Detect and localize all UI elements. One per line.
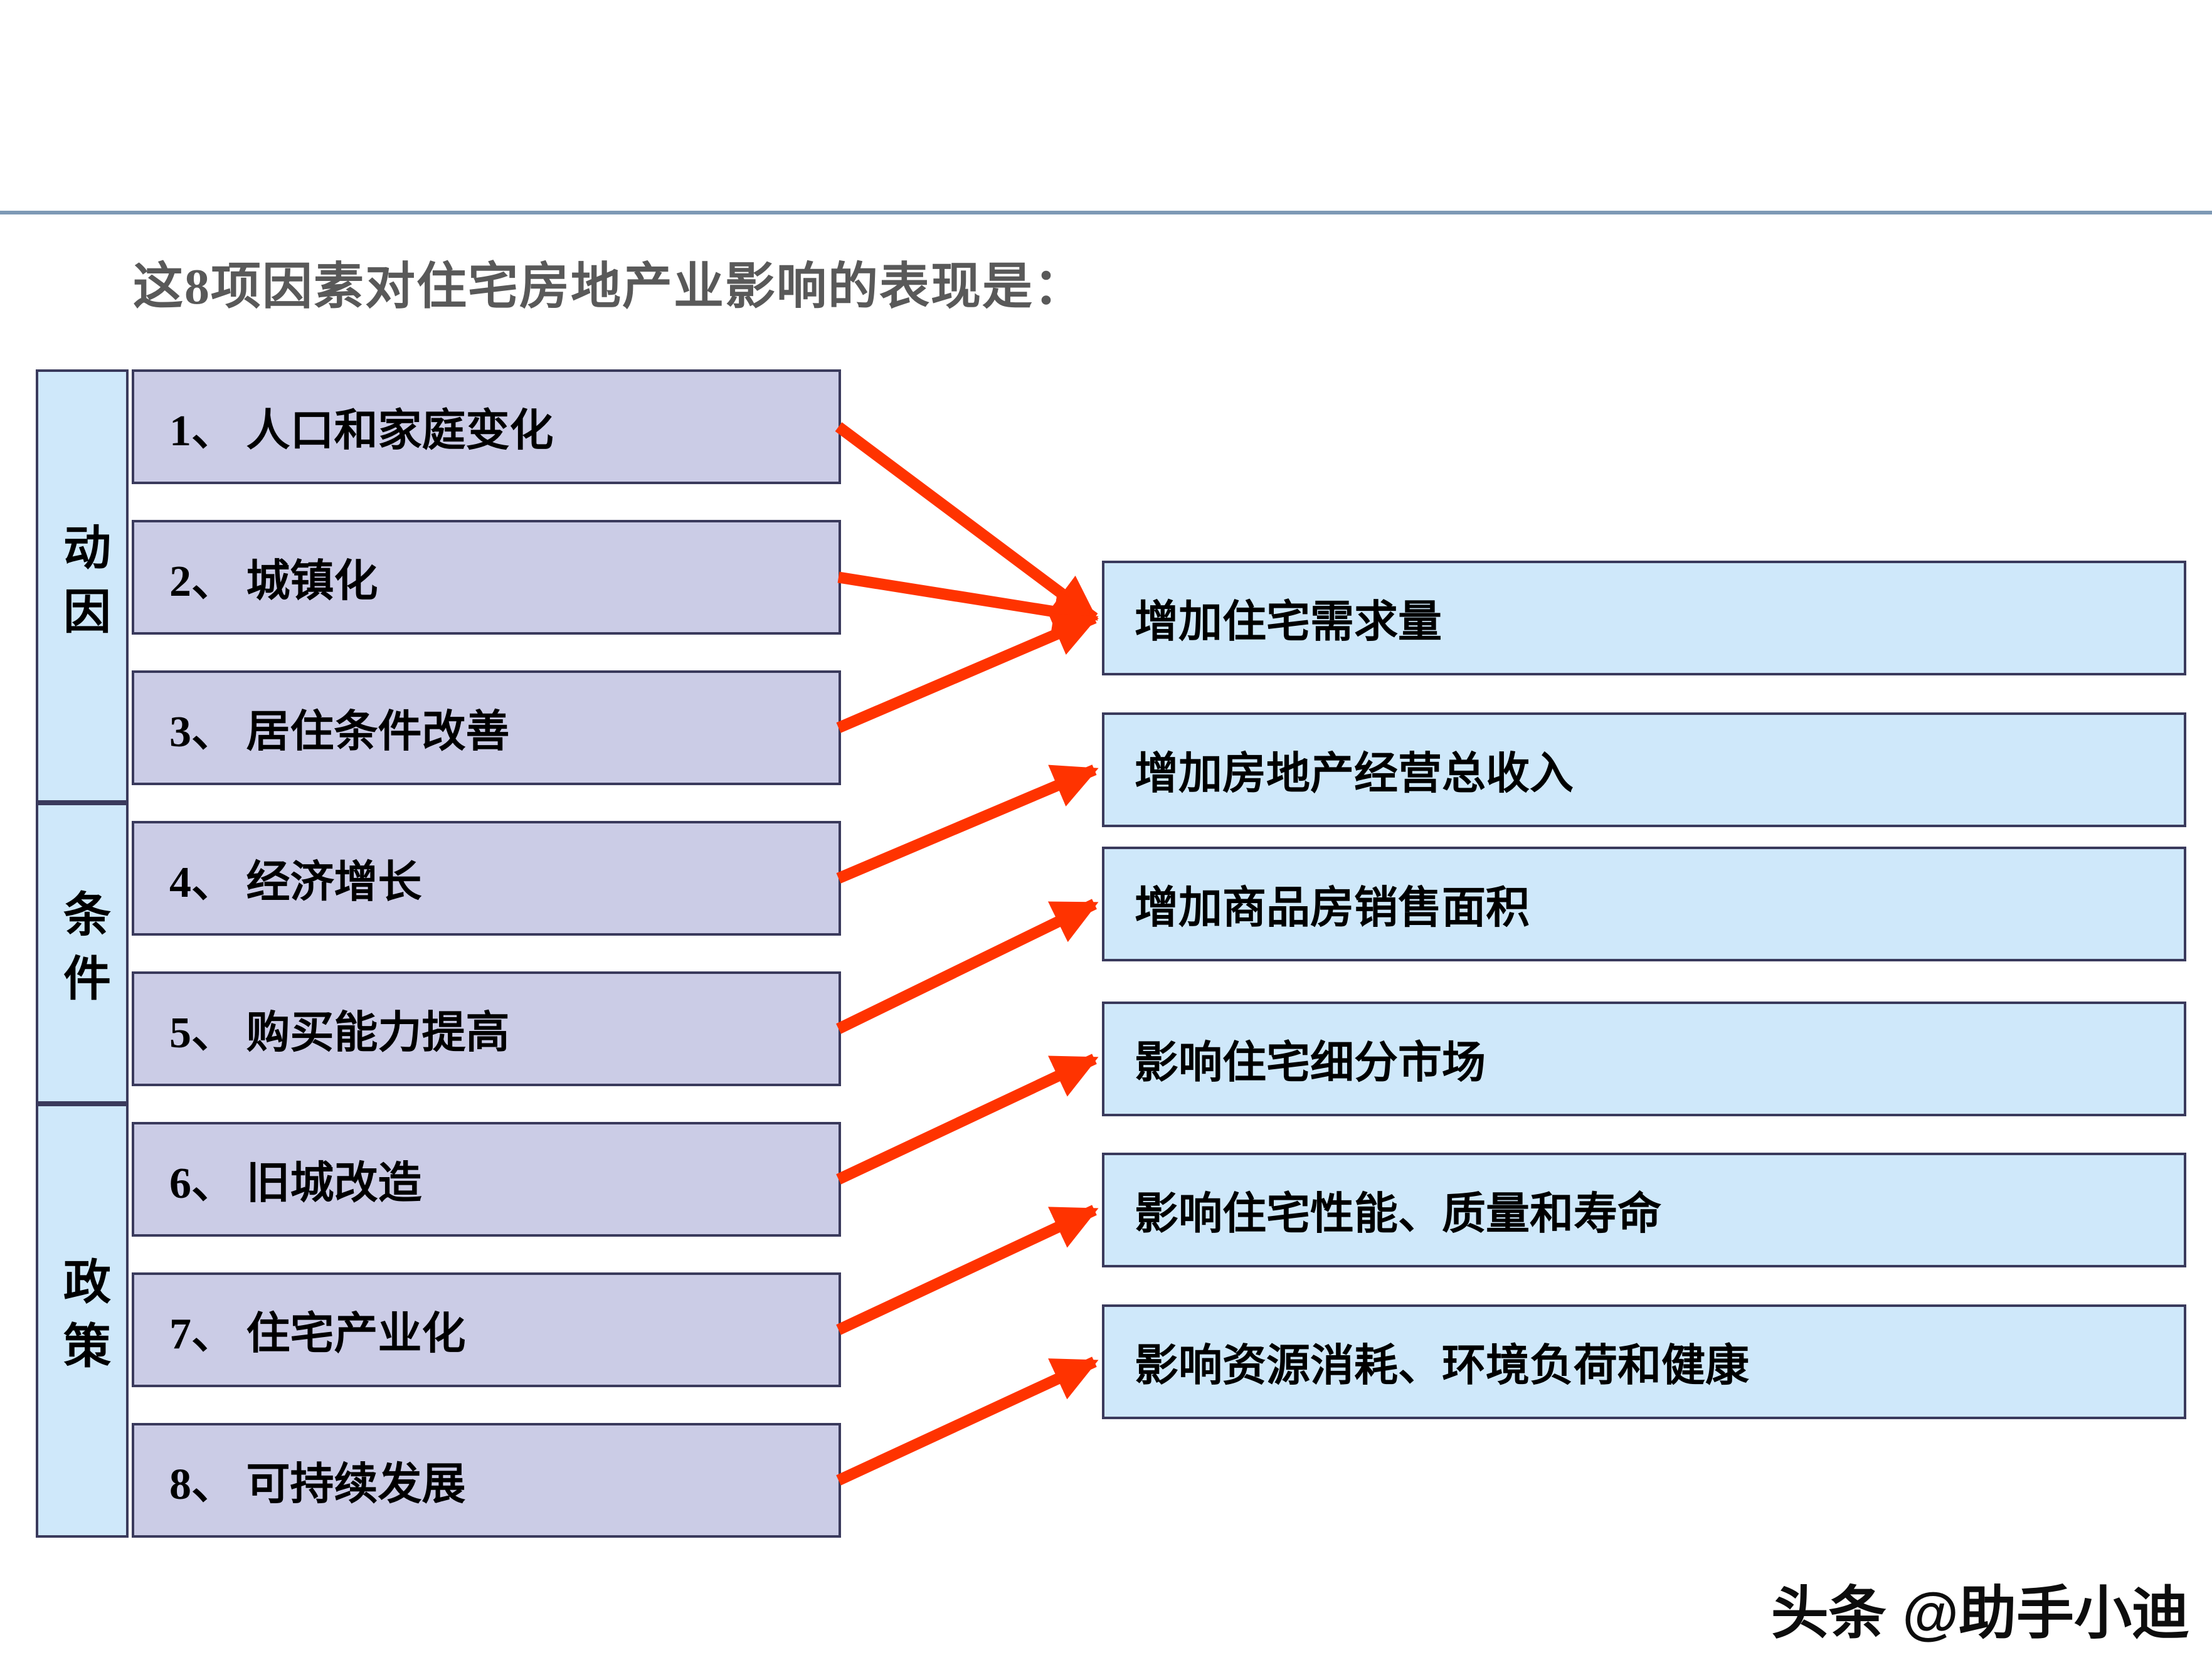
- factor-box-3: 3、 居住条件改善: [132, 670, 841, 785]
- factor-label: 5、 购买能力提高: [169, 1009, 510, 1057]
- factor-box-1: 1、 人口和家庭变化: [132, 369, 841, 484]
- connector-arrow: [836, 1205, 1099, 1335]
- effect-box-4: 影响住宅细分市场: [1102, 1002, 2186, 1116]
- connector-arrow: [836, 613, 1099, 733]
- factor-box-5: 5、 购买能力提高: [132, 971, 841, 1086]
- factor-label: 7、 住宅产业化: [169, 1310, 466, 1358]
- effect-label: 增加住宅需求量: [1135, 598, 1442, 647]
- effect-box-3: 增加商品房销售面积: [1102, 847, 2186, 961]
- factor-label: 2、 城镇化: [169, 558, 378, 606]
- factor-box-6: 6、 旧城改造: [132, 1122, 841, 1237]
- effect-box-5: 影响住宅性能、质量和寿命: [1102, 1153, 2186, 1267]
- factor-box-8: 8、 可持续发展: [132, 1423, 841, 1538]
- factor-box-2: 2、 城镇化: [132, 520, 841, 635]
- factor-label: 3、 居住条件改善: [169, 708, 510, 756]
- effect-label: 影响住宅细分市场: [1135, 1039, 1486, 1087]
- factor-box-7: 7、 住宅产业化: [132, 1272, 841, 1387]
- connector-arrow: [836, 1054, 1099, 1185]
- connector-arrow: [836, 899, 1099, 1034]
- page-title: 这8项因素对住宅房地产业影响的表现是：: [133, 260, 1085, 315]
- category-label: 动因: [56, 522, 108, 650]
- category-box-motivation: 动因: [36, 369, 129, 803]
- connector-arrow: [836, 764, 1099, 884]
- effect-label: 增加商品房销售面积: [1135, 884, 1530, 933]
- connector-arrow: [837, 571, 1099, 634]
- factor-label: 4、 经济增长: [169, 859, 422, 907]
- category-label: 政策: [56, 1257, 108, 1385]
- connector-arrow: [836, 1356, 1099, 1486]
- watermark: 头条 @助手小迪: [1770, 1582, 2189, 1646]
- category-box-policy: 政策: [36, 1104, 129, 1538]
- factor-label: 1、 人口和家庭变化: [169, 407, 554, 455]
- factor-box-4: 4、 经济增长: [132, 821, 841, 936]
- effect-box-6: 影响资源消耗、环境负荷和健康: [1102, 1304, 2186, 1419]
- effect-label: 影响住宅性能、质量和寿命: [1135, 1190, 1661, 1239]
- effect-label: 影响资源消耗、环境负荷和健康: [1135, 1342, 1749, 1390]
- connector-arrow: [835, 422, 1098, 623]
- category-box-condition: 条件: [36, 803, 129, 1104]
- factor-label: 8、 可持续发展: [169, 1461, 466, 1509]
- category-label: 条件: [56, 889, 108, 1017]
- effect-label: 增加房地产经营总收入: [1135, 750, 1574, 798]
- top-divider: [0, 211, 2212, 214]
- factor-label: 6、 旧城改造: [169, 1160, 422, 1208]
- effect-box-1: 增加住宅需求量: [1102, 561, 2186, 675]
- effect-box-2: 增加房地产经营总收入: [1102, 712, 2186, 827]
